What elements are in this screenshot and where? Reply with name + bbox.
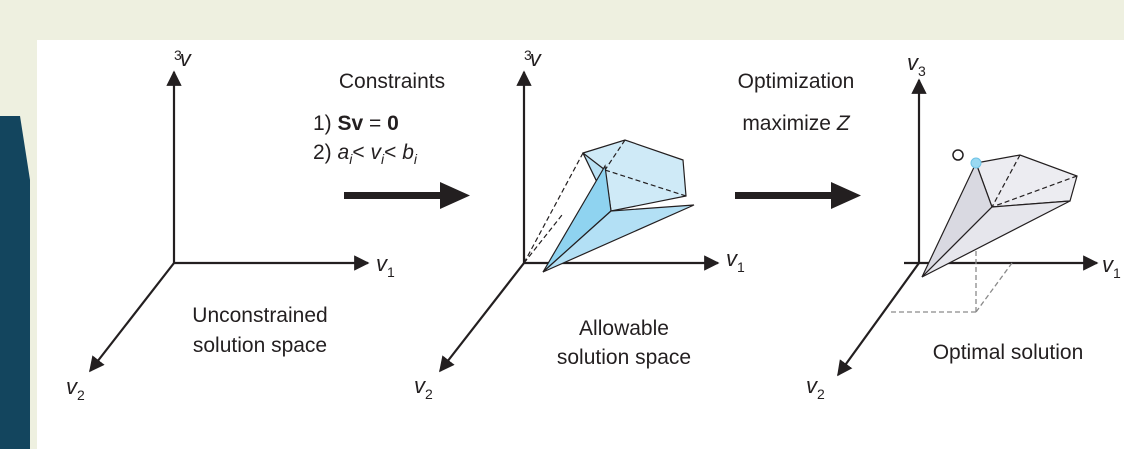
caption-line-1: Allowable <box>579 317 669 340</box>
axis-v2-index: 2 <box>77 387 85 403</box>
axis-v3-index: 3 <box>174 47 182 63</box>
polytope-hidden-edge <box>523 152 584 264</box>
side-tab <box>0 116 30 449</box>
arrow-head <box>440 182 470 209</box>
axis-v1-label: v1 <box>1102 252 1121 281</box>
axis-v1-symbol: v <box>376 251 389 276</box>
constraint-1-equals: = <box>363 112 387 135</box>
axis-v3-symbol: v <box>530 46 543 71</box>
panel-unconstrained: 3v v1 v2 Unconstrained solution space <box>66 46 395 403</box>
allowable-polytope <box>523 139 695 273</box>
polytope-hidden-edge <box>604 139 626 171</box>
polytope-hidden-edge <box>991 175 1078 208</box>
right-arrow-icon <box>735 182 861 209</box>
objective-variable: Z <box>836 112 851 135</box>
axis-v1-index: 1 <box>1113 265 1121 281</box>
polytope-hidden-edge <box>604 169 687 197</box>
axis-v2-symbol: v <box>806 373 819 398</box>
optimization-objective: maximize Z <box>742 112 851 135</box>
axis-v2-line <box>837 262 920 377</box>
constraint-1-number: 1) <box>313 112 332 135</box>
axis-v2-index: 2 <box>817 386 825 402</box>
constraints-title: Constraints <box>339 70 445 93</box>
caption: Optimal solution <box>933 341 1084 364</box>
constraint-1: 1) Sv = 0 <box>313 112 399 135</box>
constraint-2-a: a <box>338 141 350 164</box>
polytope-hidden-edge <box>523 214 563 264</box>
constraint-2-number: 2) <box>313 141 332 164</box>
caption-line-2: solution space <box>557 346 691 369</box>
axis-v2-symbol: v <box>414 373 427 398</box>
axis-v1-label: v1 <box>376 251 395 280</box>
axis-v2-label: v2 <box>414 373 433 402</box>
ray-origin-circle <box>952 149 964 161</box>
caption-line-1: Unconstrained <box>192 304 327 327</box>
axis-v3-symbol: v <box>180 46 193 71</box>
panel-allowable: 3v v1 v2 Allowable solution space <box>414 46 745 402</box>
optimal-polytope <box>921 154 1078 278</box>
objective-action: maximize <box>742 112 831 135</box>
axis-v1-index: 1 <box>387 264 395 280</box>
constraint-2: 2) ai< vi< bi <box>313 141 418 167</box>
axis-v2-line <box>439 262 525 373</box>
constraint-2-lt-1: < <box>352 141 370 164</box>
axis-v2-line <box>89 262 175 373</box>
optimization-title: Optimization <box>738 70 855 93</box>
axis-v1-label: v1 <box>726 246 745 275</box>
axis-v1-symbol: v <box>726 246 739 271</box>
constraint-1-zero: 0 <box>387 112 399 135</box>
axis-v3-label: 3v <box>524 46 543 71</box>
constraint-2-v-index: i <box>381 151 385 167</box>
constraint-2-v: v <box>370 141 382 164</box>
constraint-2-b-index: i <box>414 151 418 167</box>
constraint-2-b: b <box>402 141 414 164</box>
panel-optimal: v3 v1 v2 Optimal solution <box>806 50 1121 402</box>
axis-v3-index: 3 <box>524 47 532 63</box>
axis-v3-symbol: v <box>907 50 920 75</box>
axis-v3-index: 3 <box>918 63 926 79</box>
arrow-head <box>831 182 861 209</box>
axis-v2-symbol: v <box>66 374 79 399</box>
constraint-2-a-index: i <box>349 151 353 167</box>
axis-v2-label: v2 <box>66 374 85 403</box>
constraint-1-matrix: Sv <box>338 112 364 135</box>
axis-v3-label: v3 <box>907 50 926 79</box>
projection-to-v1 <box>975 262 1013 313</box>
axis-v2-index: 2 <box>425 386 433 402</box>
arrow-shaft <box>344 192 444 199</box>
step-constraints: Constraints 1) Sv = 0 2) ai< vi< bi <box>313 70 470 209</box>
polytope-hidden-edge <box>991 154 1021 208</box>
polytope-back-face <box>975 154 1078 208</box>
caption-line-2: solution space <box>193 334 327 357</box>
axis-v1-symbol: v <box>1102 252 1115 277</box>
axis-v3-label: 3v <box>174 46 193 71</box>
axis-v2-label: v2 <box>806 373 825 402</box>
right-arrow-icon <box>344 182 470 209</box>
step-optimization: Optimization maximize Z <box>735 70 861 209</box>
side-tab-shape <box>0 116 30 449</box>
polytope-side-face <box>542 204 695 273</box>
optimal-point-marker <box>970 157 982 169</box>
axis-v1-index: 1 <box>737 259 745 275</box>
constraint-2-lt-2: < <box>384 141 402 164</box>
polytope-side-face <box>921 200 1071 278</box>
arrow-shaft <box>735 192 835 199</box>
